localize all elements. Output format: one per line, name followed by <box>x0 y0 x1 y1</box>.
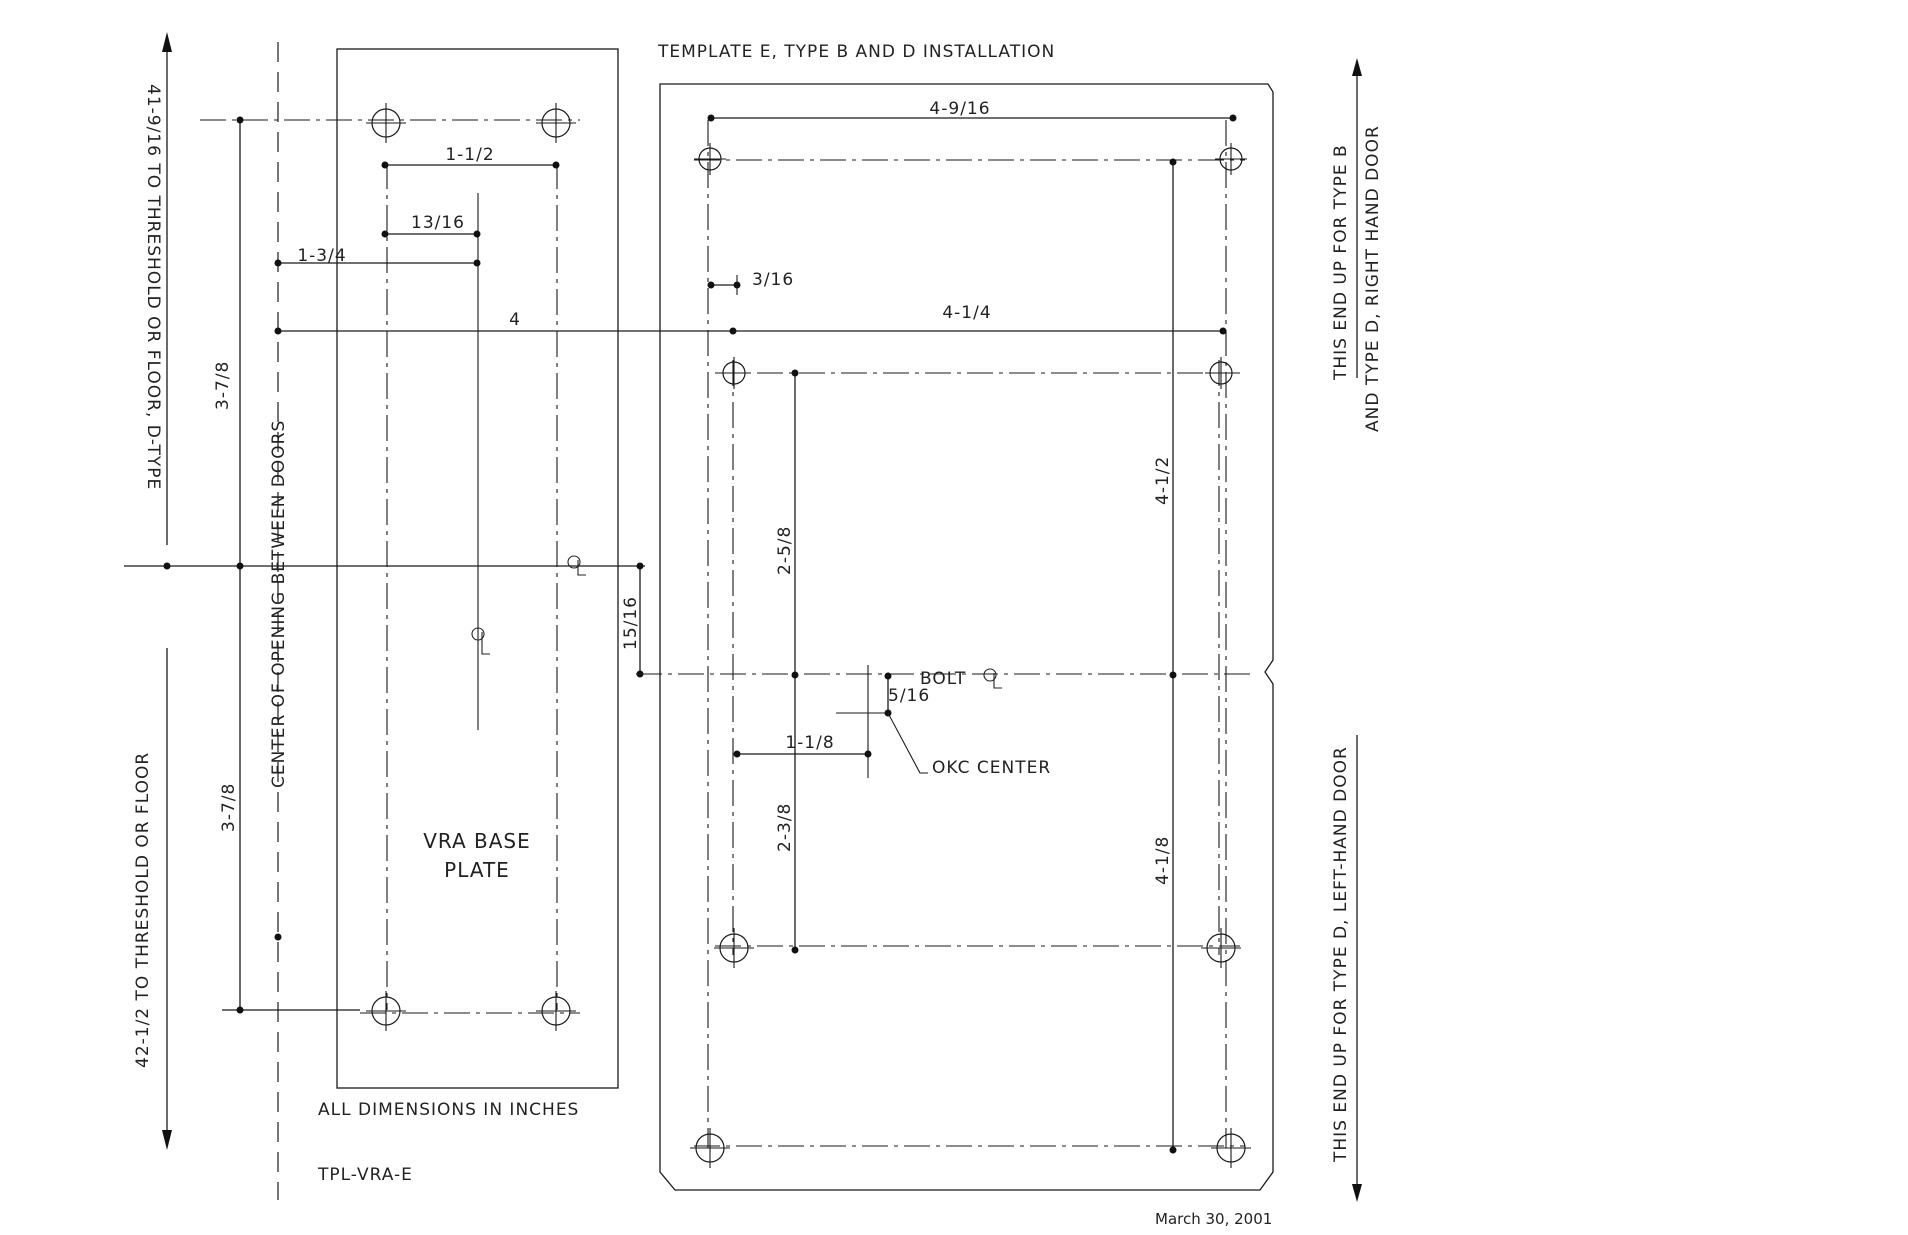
mounting-hole-icon <box>366 991 406 1031</box>
dim-4-1-4: 4-1/4 <box>942 303 991 323</box>
height-reference-axis <box>124 32 645 1150</box>
mounting-hole-icon <box>718 357 750 389</box>
centerline-symbol <box>983 668 1002 689</box>
dim-3-16: 3/16 <box>752 270 794 290</box>
mounting-hole-icon <box>1215 143 1247 175</box>
lower-height-label: 42-1/2 TO THRESHOLD OR FLOOR <box>133 752 153 1068</box>
okc-center-label: OKC CENTER <box>932 758 1051 778</box>
end-up-type-d-label: THIS END UP FOR TYPE D, LEFT-HAND DOOR <box>1331 746 1351 1163</box>
dim-3-7-8-lower: 3-7/8 <box>219 783 239 832</box>
upper-height-label: 41-9/16 TO THRESHOLD OR FLOOR, D-TYPE <box>143 84 163 490</box>
dim-4: 4 <box>509 310 521 330</box>
mounting-hole-icon <box>694 143 726 175</box>
mounting-hole-icon <box>536 991 576 1031</box>
dim-2-3-8: 2-3/8 <box>775 803 795 852</box>
end-up-type-b-label-line2: AND TYPE D, RIGHT HAND DOOR <box>1363 125 1383 432</box>
dim-1-1-8: 1-1/8 <box>785 733 834 753</box>
mounting-hole-icon <box>536 103 576 143</box>
template-title: TEMPLATE E, TYPE B AND D INSTALLATION <box>657 42 1055 62</box>
vertical-dimension-3-7-8 <box>200 116 580 1014</box>
dim-1-1-2-top: 1-1/2 <box>445 145 494 165</box>
base-plate-label-line2: PLATE <box>444 858 510 882</box>
mounting-hole-icon <box>1205 357 1237 389</box>
dim-13-16: 13/16 <box>411 213 465 233</box>
dim-15-16: 15/16 <box>621 596 641 650</box>
mounting-hole-icon <box>690 1128 730 1168</box>
dim-2-5-8: 2-5/8 <box>775 526 795 575</box>
mounting-hole-icon <box>1201 928 1241 968</box>
orientation-arrow-up <box>1352 58 1362 378</box>
vra-base-plate-outline <box>336 48 619 1089</box>
dim-4-1-2: 4-1/2 <box>1153 456 1173 505</box>
centerline-symbol <box>471 627 490 655</box>
centerline-symbol <box>567 555 586 576</box>
dim-4-1-8: 4-1/8 <box>1153 836 1173 885</box>
base-plate-label-line1: VRA BASE <box>423 829 531 853</box>
orientation-arrow-down <box>1352 735 1362 1202</box>
end-up-type-b-label: THIS END UP FOR TYPE B <box>1331 144 1351 381</box>
dim-4-9-16: 4-9/16 <box>929 99 990 119</box>
drawing-id: TPL-VRA-E <box>317 1165 413 1185</box>
dim-5-16: 5/16 <box>888 686 930 706</box>
drawing-date: March 30, 2001 <box>1155 1210 1272 1228</box>
template-outline <box>659 83 1274 1191</box>
dim-1-3-4: 1-3/4 <box>297 246 346 266</box>
center-of-opening-label: CENTER OF OPENING BETWEEN DOORS <box>269 420 289 788</box>
mounting-hole-icon <box>714 928 754 968</box>
mounting-hole-icon <box>366 103 406 143</box>
units-note: ALL DIMENSIONS IN INCHES <box>318 1100 579 1120</box>
mounting-hole-icon <box>1211 1128 1251 1168</box>
bolt-center-label: BOLT <box>920 669 966 689</box>
dim-3-7-8-upper: 3-7/8 <box>213 361 233 410</box>
